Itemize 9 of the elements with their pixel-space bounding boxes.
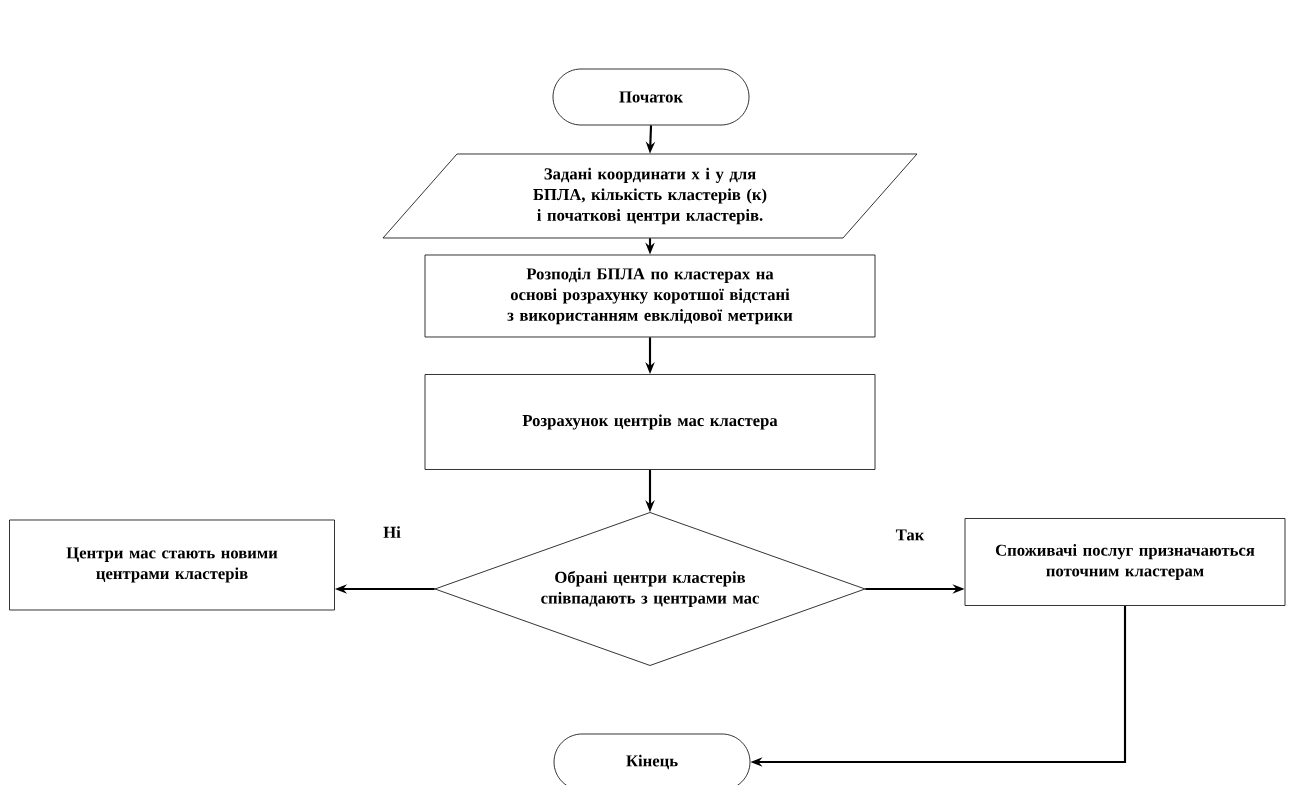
- edge-label: Так: [894, 528, 926, 542]
- process-box: Центри мас стають новими центрами кластерів: [9, 519, 335, 611]
- process-box: Розподіл БПЛА по кластерах на основі розрахунку коротшої відстані з використанням евклідової метрики: [424, 254, 876, 338]
- terminal-box: Кінець: [553, 733, 751, 785]
- edge-label: Ні: [381, 524, 403, 540]
- process-box: Розрахунок центрів мас кластера: [424, 374, 876, 470]
- process-box: Споживачі послуг призначаються поточним кластерам: [964, 518, 1286, 606]
- input-parallelogram: Задані координати x і у для БПЛА, кількість кластерів (к) і початкові центри кластерів.: [382, 153, 918, 239]
- terminal-box: Початок: [552, 68, 750, 126]
